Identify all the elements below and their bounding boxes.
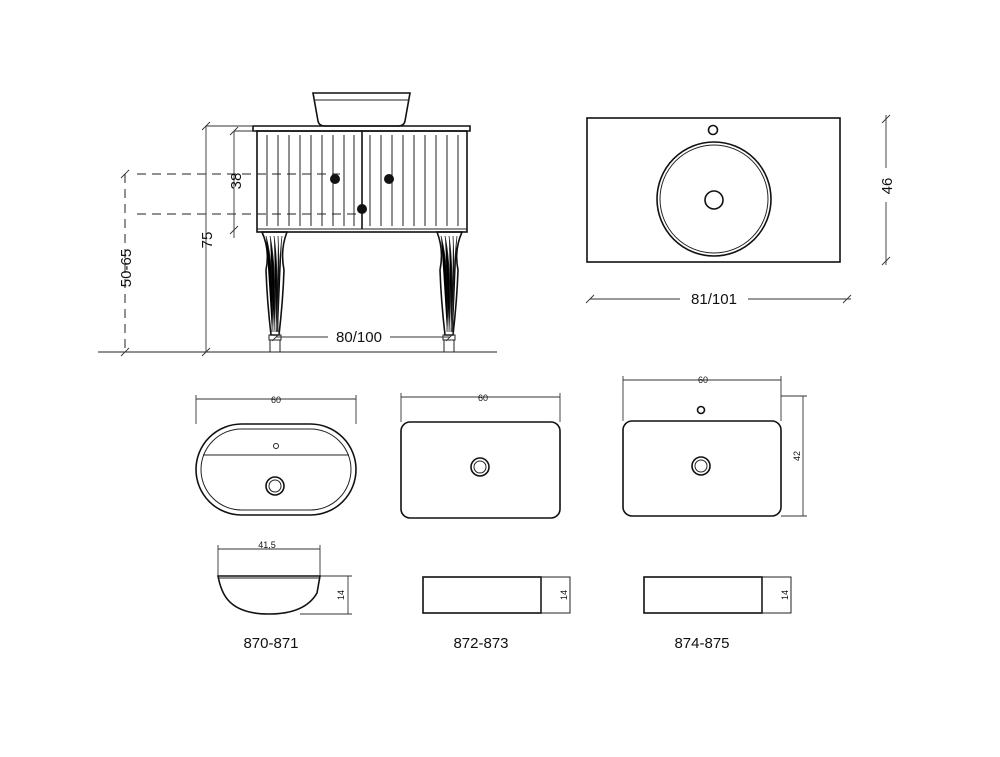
tap-hole bbox=[707, 124, 719, 136]
vessel-basin bbox=[312, 92, 411, 127]
vanity-front-elevation: 50-65 75 38 80/100 bbox=[98, 92, 497, 357]
basin-side-view bbox=[217, 575, 321, 615]
knob-left bbox=[330, 174, 340, 184]
dim-width: 80/100 bbox=[271, 329, 455, 346]
drain-hole bbox=[704, 190, 724, 210]
countertop bbox=[252, 125, 471, 132]
basin-rect-outer bbox=[622, 420, 782, 517]
basin-872-873: 60 14 872-873 bbox=[400, 393, 571, 652]
drain-hole bbox=[265, 476, 285, 496]
dim-height-total: 75 bbox=[199, 121, 253, 357]
drain-marker bbox=[357, 204, 367, 214]
basin-code-872-873: 872-873 bbox=[453, 635, 508, 652]
knob-right bbox=[384, 174, 394, 184]
basin-code-874-875: 874-875 bbox=[674, 635, 729, 652]
dim-label-basin3-height: 14 bbox=[780, 590, 790, 600]
dim-label-basin2-width: 60 bbox=[478, 393, 488, 403]
dim-label-basin3-depth: 42 bbox=[792, 451, 802, 461]
basin-code-870-871: 870-871 bbox=[243, 635, 298, 652]
basin-oval-outer bbox=[195, 423, 357, 516]
tap-hole bbox=[696, 405, 706, 415]
dim-basin3-width: 60 bbox=[622, 375, 782, 421]
leg-left bbox=[260, 231, 289, 353]
basin-870-871: 60 41,5 14 870-871 bbox=[195, 395, 357, 652]
basin-rect-outer bbox=[400, 421, 561, 519]
dim-basin1-height: 14 bbox=[300, 575, 352, 615]
drain-hole bbox=[470, 457, 490, 477]
leg-right bbox=[435, 231, 464, 353]
dim-label-top-width: 81/101 bbox=[691, 291, 737, 308]
countertop-top bbox=[586, 117, 841, 263]
dim-label-basin1-height: 14 bbox=[336, 590, 346, 600]
vanity-top-view: 81/101 46 bbox=[585, 114, 896, 308]
dim-label-height-range: 50-65 bbox=[118, 249, 135, 287]
dim-height-range: 50-65 bbox=[118, 169, 135, 357]
dim-label-basin1-side-width: 41,5 bbox=[258, 540, 276, 550]
dim-basin2-width: 60 bbox=[400, 393, 561, 422]
basin-outer bbox=[656, 141, 772, 257]
dim-basin3-depth: 42 bbox=[781, 395, 807, 517]
dim-label-top-depth: 46 bbox=[879, 178, 896, 195]
dim-label-basin1-width: 60 bbox=[271, 395, 281, 405]
dim-label-drawer-height: 38 bbox=[228, 173, 245, 190]
overflow-hole bbox=[273, 443, 279, 449]
drain-hole bbox=[691, 456, 711, 476]
dim-basin1-width: 60 bbox=[195, 395, 357, 424]
basin-874-875: 60 42 14 874-875 bbox=[622, 375, 807, 652]
basin-side-view bbox=[643, 576, 763, 614]
dim-basin1-side-width: 41,5 bbox=[217, 540, 321, 576]
dim-top-depth: 46 bbox=[879, 114, 896, 266]
dim-label-height-total: 75 bbox=[199, 232, 216, 249]
dim-top-width: 81/101 bbox=[585, 291, 852, 308]
dim-label-basin3-width: 60 bbox=[698, 375, 708, 385]
dim-drawer-height: 38 bbox=[228, 126, 253, 238]
basin-side-view bbox=[422, 576, 542, 614]
dim-label-basin2-height: 14 bbox=[559, 590, 569, 600]
dim-label-width: 80/100 bbox=[336, 329, 382, 346]
